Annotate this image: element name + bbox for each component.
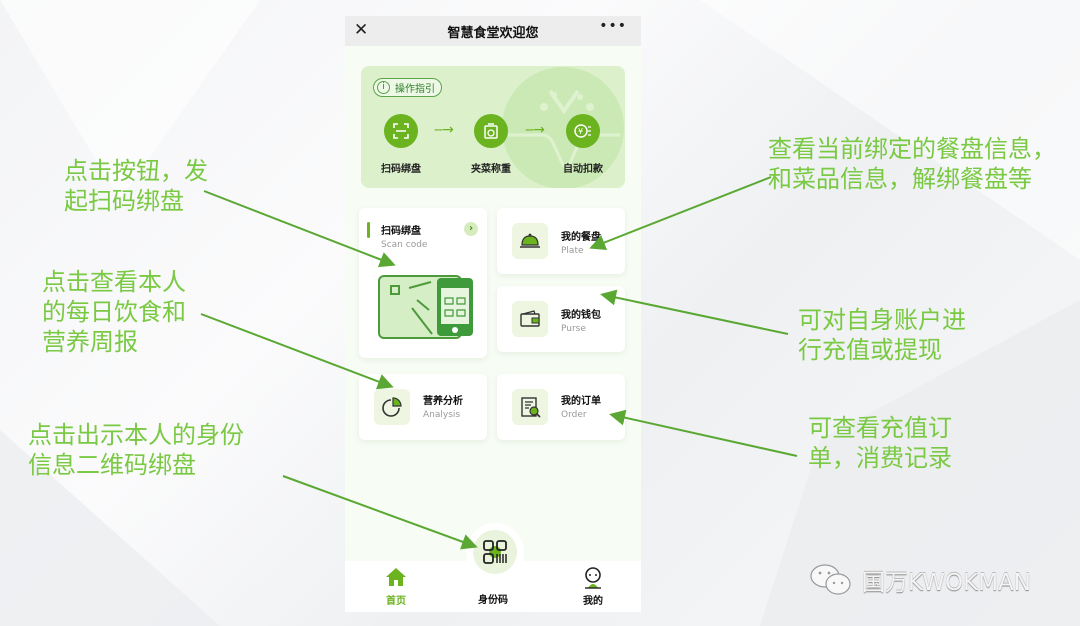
phone-screen: ✕ 智慧食堂欢迎您 ••• i 操作指引 扫码绑盘 --→ 夹菜称重: [345, 16, 641, 612]
accent-bar: [367, 222, 370, 238]
close-icon[interactable]: ✕: [354, 20, 369, 40]
payment-icon: ¥: [566, 114, 600, 148]
info-icon: i: [377, 81, 390, 94]
annotation-plate: 查看当前绑定的餐盘信息， 和菜品信息，解绑餐盘等: [768, 135, 1056, 193]
analysis-card-title: 营养分析: [423, 396, 463, 407]
analysis-card-subtitle: Analysis: [423, 410, 461, 420]
scan-illustration-icon: [378, 275, 473, 339]
tab-home[interactable]: 首页: [366, 567, 426, 607]
nutrition-analysis-card[interactable]: 营养分析 Analysis: [359, 374, 487, 440]
plate-icon: [512, 223, 548, 259]
my-purse-card[interactable]: 我的钱包 Purse: [497, 286, 625, 352]
more-icon[interactable]: •••: [599, 18, 627, 34]
guide-step-weigh: 夹菜称重: [461, 114, 521, 175]
decorative-circle: [502, 67, 624, 188]
qr-code-icon: [483, 540, 507, 564]
scan-card-subtitle: Scan code: [381, 240, 428, 250]
id-code-button[interactable]: [469, 526, 521, 578]
plate-card-title: 我的餐盘: [561, 232, 601, 243]
tab-id-code[interactable]: 身份码: [478, 595, 508, 606]
wechat-icon: [810, 564, 851, 595]
my-plate-card[interactable]: 我的餐盘 Plate: [497, 208, 625, 274]
guide-step-scan: 扫码绑盘: [371, 114, 431, 175]
title-bar: ✕ 智慧食堂欢迎您 •••: [345, 16, 641, 46]
svg-text:¥: ¥: [578, 127, 583, 136]
page-title: 智慧食堂欢迎您: [447, 25, 539, 41]
annotation-id-code: 点击出示本人的身份 信息二维码绑盘: [28, 421, 244, 479]
purse-card-title: 我的钱包: [561, 310, 601, 321]
watermark: 国万KWOKMAN: [808, 562, 1031, 598]
plate-card-subtitle: Plate: [561, 246, 584, 256]
order-card-title: 我的订单: [561, 396, 601, 407]
annotation-order: 可查看充值订 单，消费记录: [808, 414, 952, 472]
wallet-icon: [512, 301, 548, 337]
scan-icon: [384, 114, 418, 148]
step-arrow-icon: --→: [525, 122, 545, 138]
scan-bind-card[interactable]: 扫码绑盘 Scan code ›: [359, 208, 487, 358]
annotation-purse: 可对自身账户进 行充值或提现: [798, 306, 966, 364]
chevron-right-icon[interactable]: ›: [464, 222, 478, 236]
step-arrow-icon: --→: [434, 122, 454, 138]
order-search-icon: [512, 389, 548, 425]
scale-icon: [474, 114, 508, 148]
profile-icon: [585, 567, 601, 589]
tab-mine[interactable]: 我的: [563, 567, 623, 607]
guide-label: i 操作指引: [373, 78, 442, 97]
scan-card-title: 扫码绑盘: [381, 226, 421, 237]
pie-chart-icon: [374, 389, 410, 425]
home-icon: [386, 568, 406, 586]
guide-step-pay: ¥ 自动扣款: [553, 114, 613, 175]
annotation-scan: 点击按钮，发 起扫码绑盘: [64, 157, 208, 215]
annotation-analysis: 点击查看本人 的每日饮食和 营养周报: [42, 268, 186, 356]
purse-card-subtitle: Purse: [561, 324, 586, 334]
tab-bar: 首页 身份码 我的: [345, 561, 641, 612]
order-card-subtitle: Order: [561, 410, 587, 420]
my-order-card[interactable]: 我的订单 Order: [497, 374, 625, 440]
operation-guide-banner: i 操作指引 扫码绑盘 --→ 夹菜称重 --→ ¥ 自动扣款: [361, 66, 625, 188]
